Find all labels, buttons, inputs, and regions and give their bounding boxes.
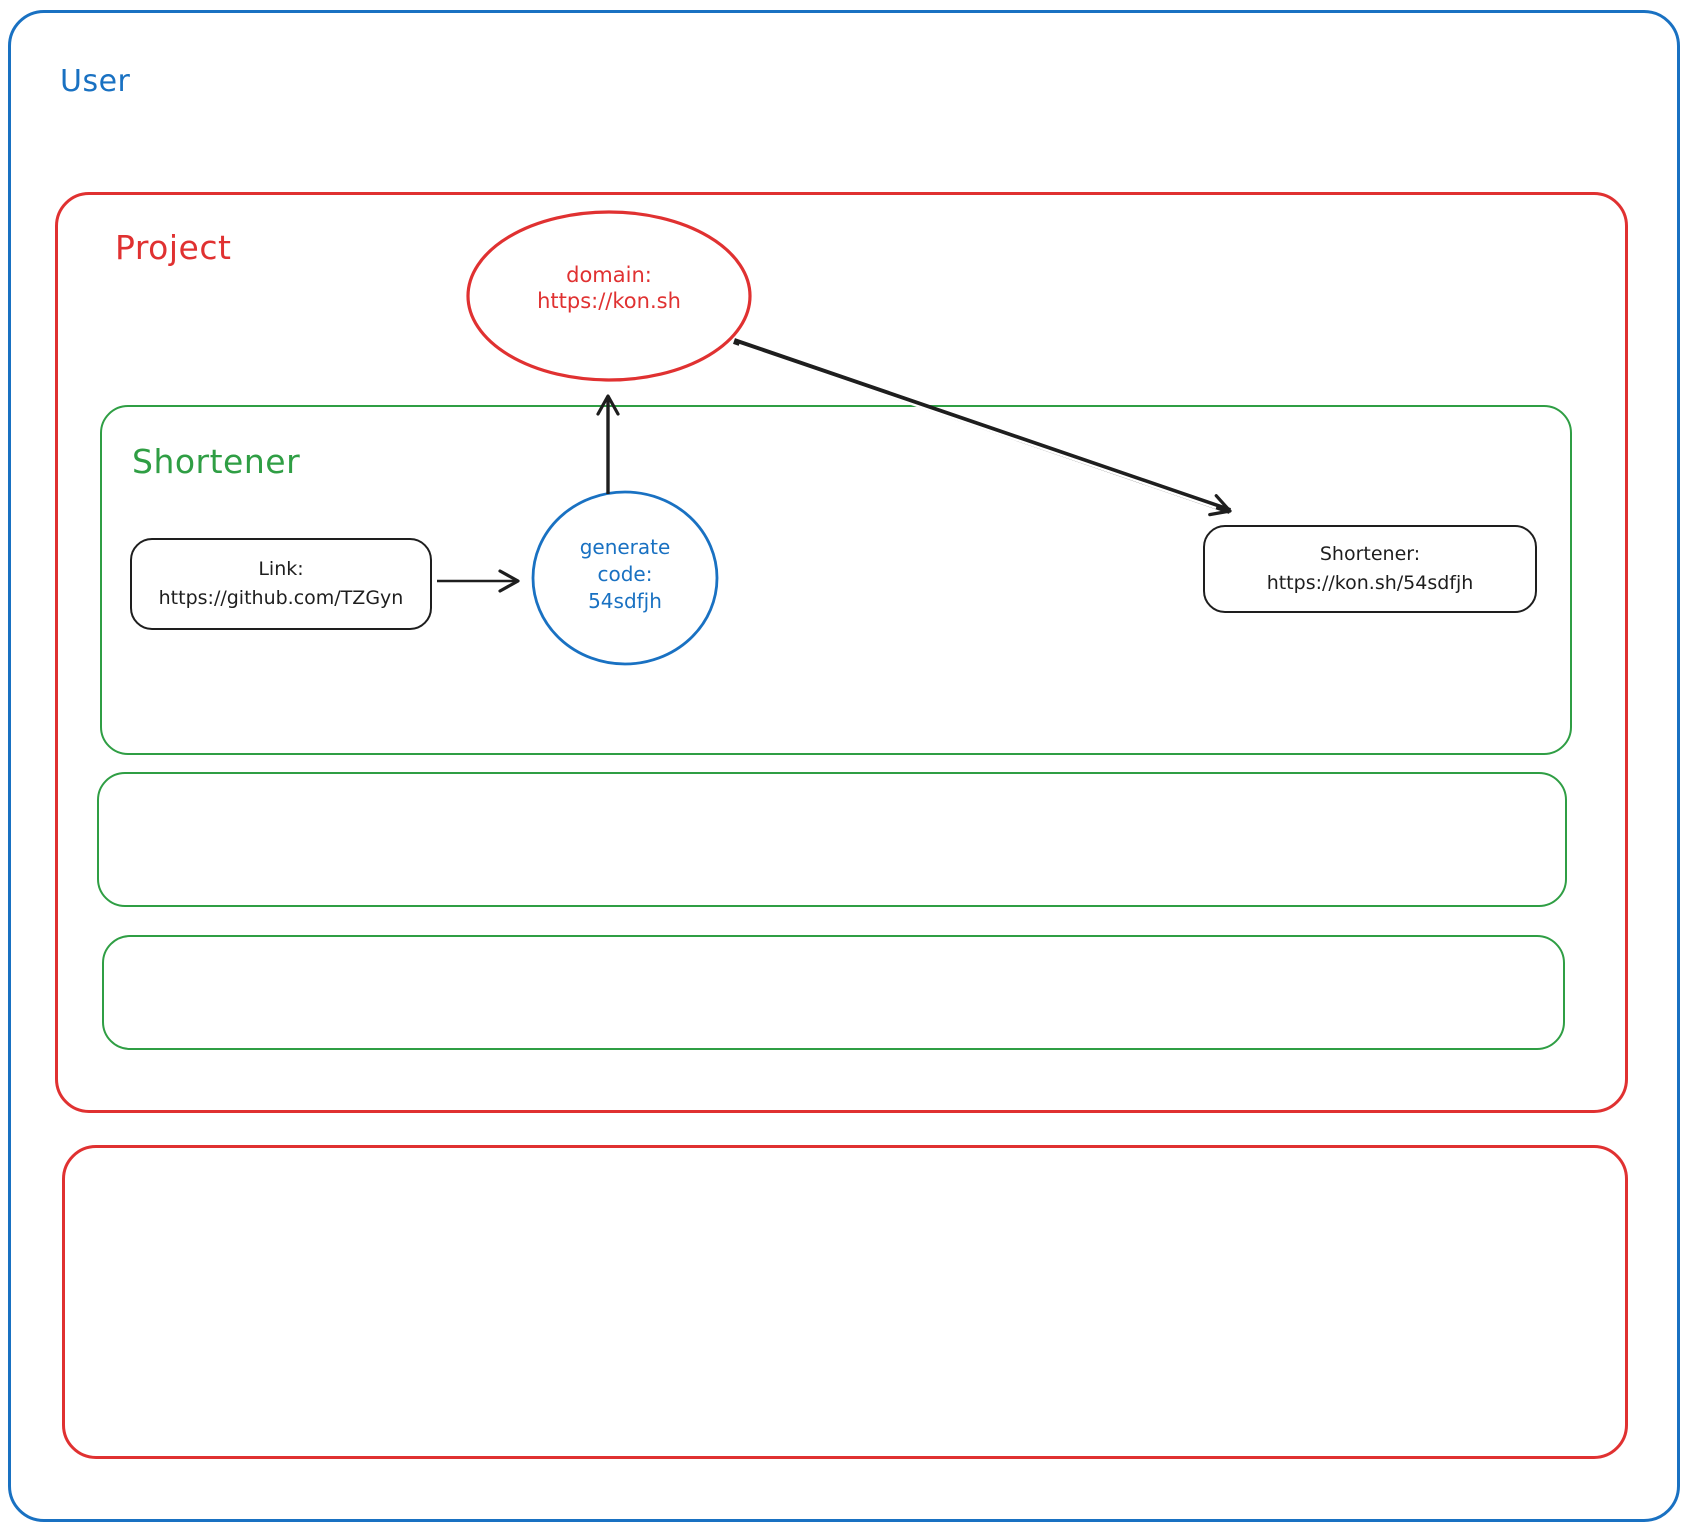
user-container [8,10,1680,1522]
project-placeholder-frame [62,1145,1628,1459]
generate-code-node: generate code: 54sdfjh [533,534,717,615]
generate-code-line2: code: [597,562,653,586]
generate-code-line3: 54sdfjh [588,589,662,613]
link-node-title: Link: [258,558,304,580]
domain-node-title: domain: [566,263,652,287]
shortener-url-node: Shortener: https://kon.sh/54sdfjh [1203,525,1537,613]
shortener-label: Shortener [132,442,301,481]
domain-node-url: https://kon.sh [537,289,681,313]
shortener-placeholder-frame-1 [97,772,1567,907]
link-node-url: https://github.com/TZGyn [158,587,404,609]
shortener-placeholder-frame-2 [102,935,1565,1050]
domain-node: domain: https://kon.sh [468,262,750,314]
link-node: Link: https://github.com/TZGyn [130,538,432,630]
generate-code-line1: generate [579,535,671,559]
user-label: User [60,64,131,99]
project-container [55,192,1628,1113]
shortener-url-title: Shortener: [1319,543,1421,565]
shortener-url-value: https://kon.sh/54sdfjh [1266,572,1474,594]
project-label: Project [115,228,232,267]
